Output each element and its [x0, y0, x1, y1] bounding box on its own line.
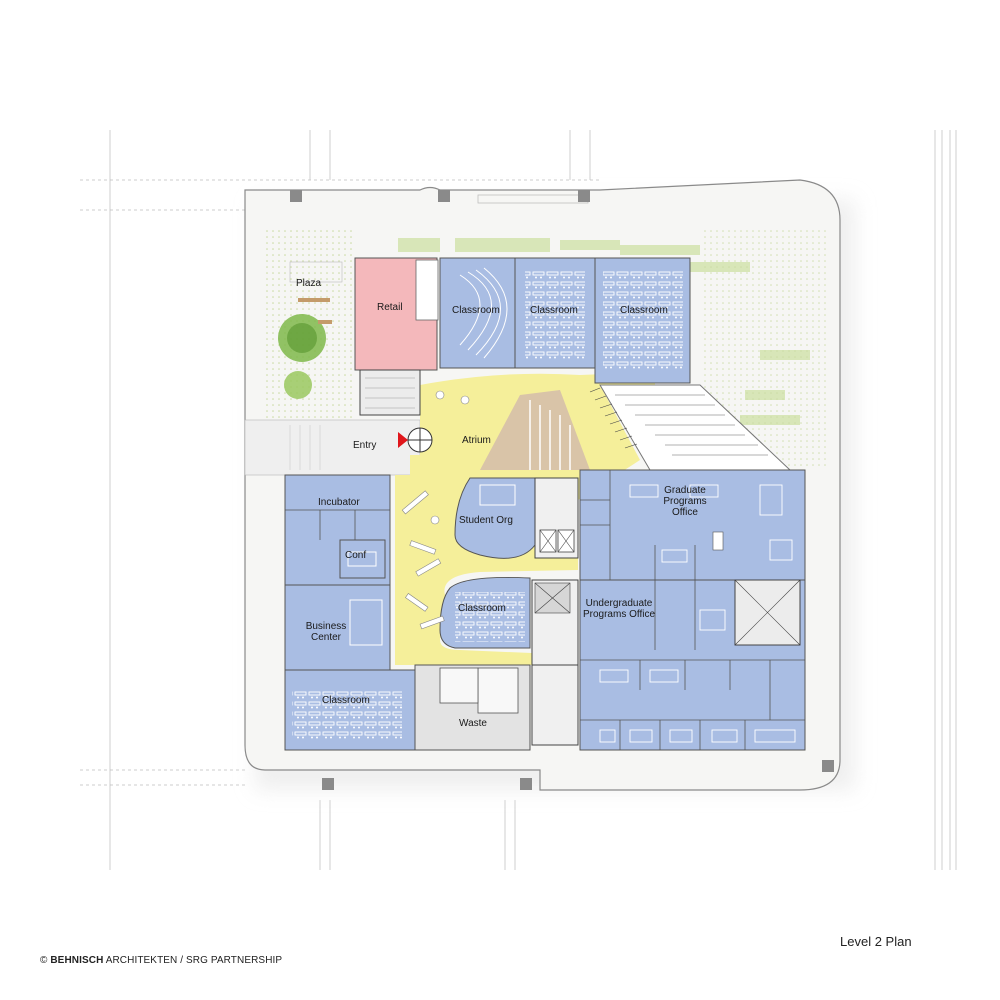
credit-rest: ARCHITEKTEN / SRG PARTNERSHIP [103, 955, 283, 966]
entry-arrow-icon [398, 432, 408, 448]
credit-firm-bold: BEHNISCH [50, 955, 104, 966]
business-center-suite [284, 584, 391, 671]
room-label-atrium: Atrium [462, 435, 491, 446]
room-label-retail: Retail [377, 302, 403, 313]
room-label-classroom-center: Classroom [458, 603, 506, 614]
site-lines [109, 130, 957, 870]
room-label-undergraduate-programs: Undergraduate Programs Office [582, 598, 656, 620]
room-label-waste: Waste [459, 718, 487, 729]
tree-icon [278, 314, 326, 399]
room-label-classroom-north-1: Classroom [452, 305, 500, 316]
room-label-classroom-north-3: Classroom [620, 305, 668, 316]
copyright-symbol: © [40, 955, 48, 966]
plan-title: Level 2 Plan [840, 934, 912, 949]
credit-line: © BEHNISCH ARCHITEKTEN / SRG PARTNERSHIP [40, 955, 282, 966]
room-label-entry: Entry [353, 440, 377, 451]
classroom-north-1 [439, 257, 516, 369]
room-label-conf: Conf [345, 550, 367, 561]
room-label-graduate-programs: Graduate Programs Office [663, 485, 707, 518]
room-label-business-center: Business Center [305, 621, 347, 643]
room-label-student-org: Student Org [459, 515, 513, 526]
room-label-classroom-southwest: Classroom [322, 695, 370, 706]
room-label-incubator: Incubator [318, 497, 360, 508]
room-label-classroom-north-2: Classroom [530, 305, 578, 316]
graduate-programs-suite [579, 469, 806, 581]
room-label-plaza: Plaza [296, 278, 322, 289]
